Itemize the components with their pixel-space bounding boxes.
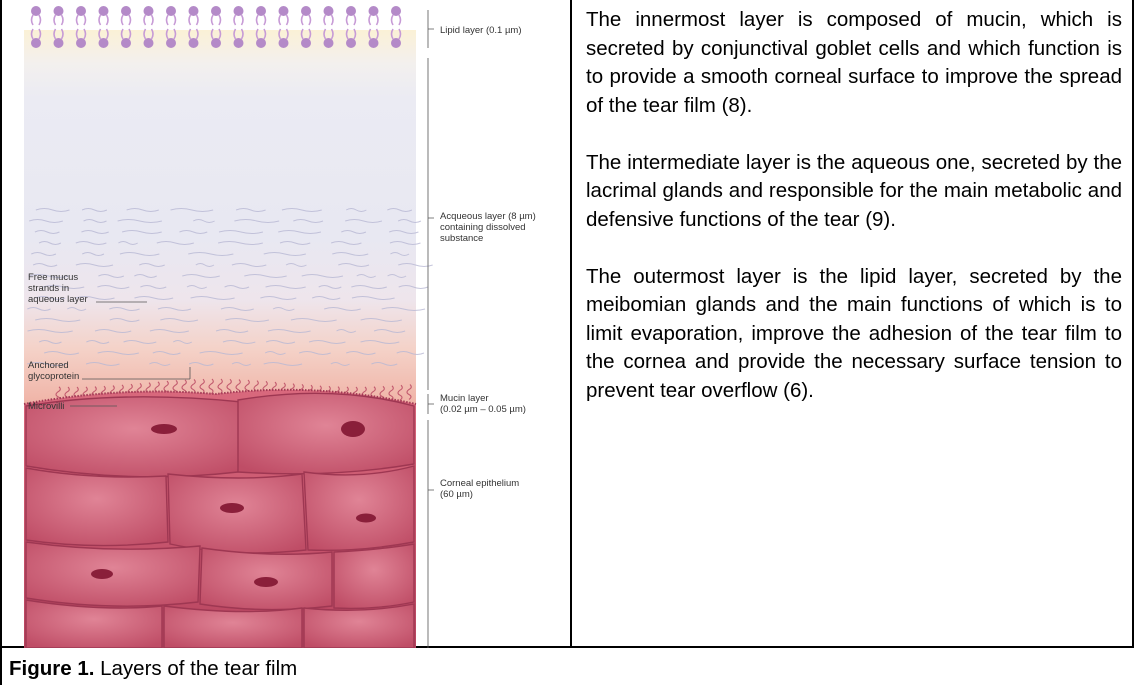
tear-film-diagram: Lipid layer (0.1 µm) Acqueous layer (8 µ… xyxy=(2,2,569,648)
description-cell: The innermost layer is composed of mucin… xyxy=(586,6,1122,434)
figure-caption: Figure 1. Layers of the tear film xyxy=(9,655,297,683)
paragraph-aqueous-layer: The intermediate layer is the aqueous on… xyxy=(586,149,1122,235)
label-corneal-epithelium-1: Corneal epithelium xyxy=(440,478,519,489)
label-aqueous-layer-1: Acqueous layer (8 µm) xyxy=(440,211,536,222)
paragraph-lipid-layer: The outermost layer is the lipid layer, … xyxy=(586,263,1122,406)
layer-brackets xyxy=(428,10,434,648)
label-mucin-layer-2: (0.02 µm – 0.05 µm) xyxy=(440,404,526,415)
paragraph-mucin-layer: The innermost layer is composed of mucin… xyxy=(586,6,1122,120)
label-aqueous-layer-3: substance xyxy=(440,233,483,244)
table-divider-vertical xyxy=(570,0,572,648)
caption-label: Figure 1. xyxy=(9,657,94,680)
label-free-mucus-1: Free mucus xyxy=(28,272,78,283)
label-aqueous-layer-2: containing dissolved xyxy=(440,222,526,233)
corneal-epithelium-graphic xyxy=(24,390,416,648)
caption-text: Layers of the tear film xyxy=(94,657,297,680)
label-anchored-glycoprotein-2: glycoprotein xyxy=(28,371,79,382)
tear-fluid-layers xyxy=(24,30,416,405)
figure-cell: Lipid layer (0.1 µm) Acqueous layer (8 µ… xyxy=(2,2,569,648)
label-microvilli: Microvilli xyxy=(28,401,64,412)
label-mucin-layer-1: Mucin layer xyxy=(440,393,489,404)
label-corneal-epithelium-2: (60 µm) xyxy=(440,489,473,500)
label-free-mucus-3: aqueous layer xyxy=(28,294,88,305)
label-free-mucus-2: strands in xyxy=(28,283,69,294)
label-anchored-glycoprotein-1: Anchored xyxy=(28,360,69,371)
label-lipid-layer: Lipid layer (0.1 µm) xyxy=(440,25,522,36)
